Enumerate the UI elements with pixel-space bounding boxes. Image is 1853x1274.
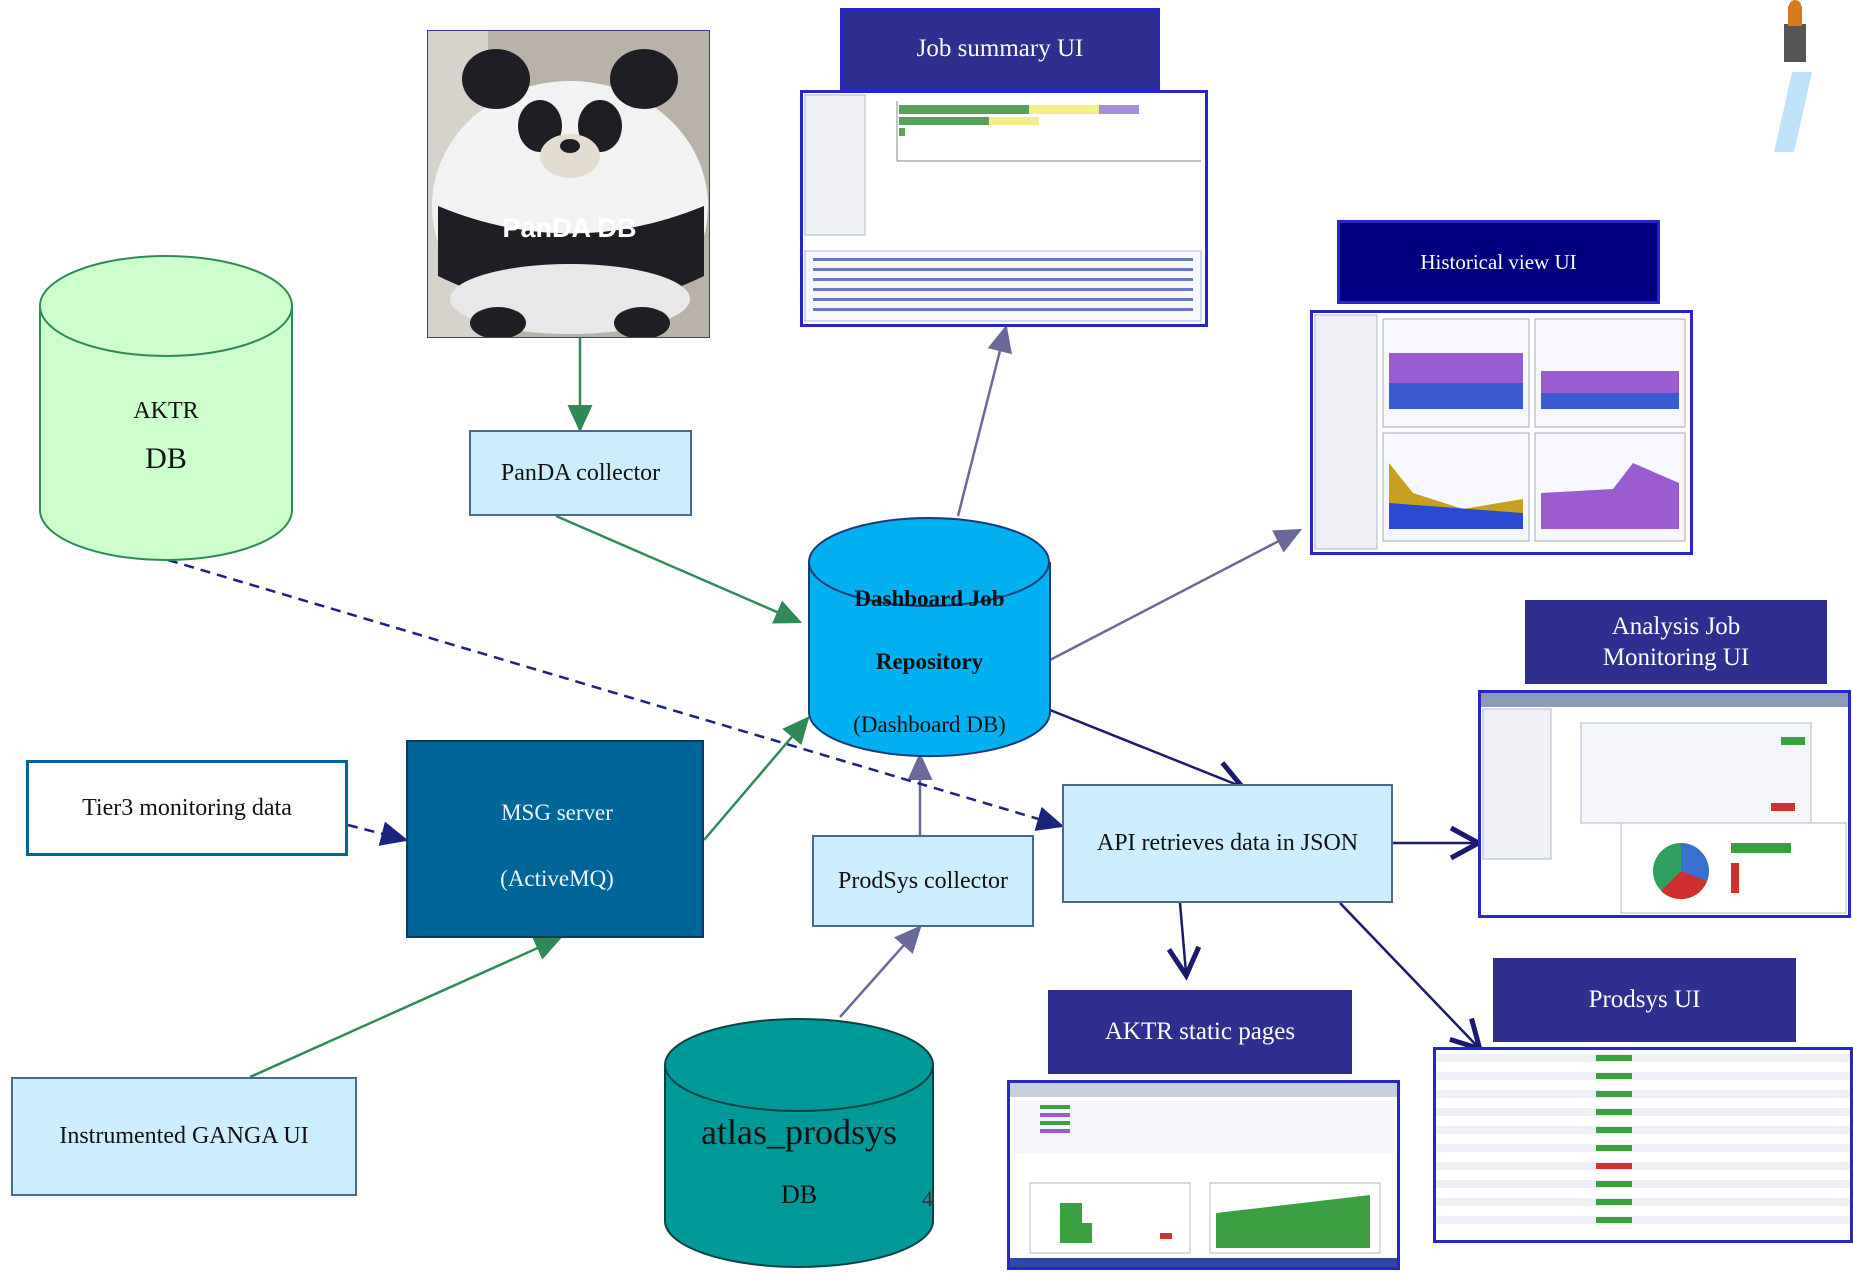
job-summary-ui-label: Job summary UI <box>916 35 1084 63</box>
prodsys-ui-label: Prodsys UI <box>1588 986 1701 1014</box>
prodsys-ui-thumbnail <box>1436 1054 1850 1224</box>
arrow-ganga-to-msg <box>249 936 563 1079</box>
arrow-dashboard-to-api <box>1049 708 1240 786</box>
arrow-tier3-to-msg <box>347 821 409 846</box>
api-label: API retrieves data in JSON <box>1096 830 1359 856</box>
arrow-atlasprodsys-to-prodsyscollector <box>839 925 922 1018</box>
arrow-dashboard-to-historical <box>1049 528 1303 662</box>
analysis-job-monitoring-ui-header: Analysis Job Monitoring UI <box>1525 600 1827 684</box>
arrow-aktr-to-api <box>167 558 1065 831</box>
arrow-api-to-aktrstatic <box>1180 902 1186 973</box>
dashboard-title-line2: Repository <box>875 649 984 674</box>
atlas-prodsys-cylinder <box>664 1018 934 1268</box>
dashboard-db-cylinder <box>808 517 1051 758</box>
atlas-prodsys-subtitle: DB <box>780 1180 818 1209</box>
arrow-collector-to-dashboard <box>555 514 803 624</box>
prodsys-collector-label: ProdSys collector <box>838 867 1008 894</box>
panda-plush-illustration <box>428 31 709 337</box>
job-summary-ui-header: Job summary UI <box>840 8 1160 90</box>
aktr-db-subtitle: DB <box>145 442 187 475</box>
job-summary-ui-screenshot <box>800 90 1208 327</box>
panda-db-label: PanDA DB <box>502 213 637 243</box>
arrow-dashboard-to-jobsummary <box>956 324 1012 517</box>
tier3-monitoring-data: Tier3 monitoring data <box>26 760 348 856</box>
historical-view-ui-label: Historical view UI <box>1420 249 1577 274</box>
job-summary-thumbnail <box>804 94 1202 322</box>
panda-collector: PanDA collector <box>469 430 692 516</box>
analysis-ui-thumbnail <box>1481 693 1848 914</box>
api-json: API retrieves data in JSON <box>1062 784 1393 903</box>
arrow-msg-to-dashboard <box>703 716 810 841</box>
historical-view-ui-screenshot <box>1310 310 1693 555</box>
atlas-prodsys-db: atlas_prodsys DB <box>663 1017 935 1269</box>
aktr-static-thumbnail <box>1010 1083 1397 1267</box>
panda-collector-label: PanDA collector <box>500 459 661 486</box>
panda-db-image: PanDA DB <box>427 30 710 338</box>
aktr-db-title: AKTR <box>133 398 199 424</box>
aktr-static-pages-screenshot <box>1007 1080 1400 1270</box>
aktr-db: AKTR DB <box>38 254 294 562</box>
ganga-label: Instrumented GANGA UI <box>59 1123 309 1149</box>
tier3-label: Tier3 monitoring data <box>82 794 292 821</box>
historical-view-ui-header: Historical view UI <box>1337 220 1660 304</box>
logo-mark <box>1774 0 1812 152</box>
msg-server-title: MSG server <box>501 800 613 825</box>
analysis-ui-label-line2: Monitoring UI <box>1602 644 1750 671</box>
dashboard-title-line1: Dashboard Job <box>854 586 1005 611</box>
msg-server: MSG server (ActiveMQ) <box>406 740 704 938</box>
msg-server-subtitle: (ActiveMQ) <box>500 866 614 891</box>
atlas-prodsys-title: atlas_prodsys <box>701 1112 897 1152</box>
prodsys-ui-header: Prodsys UI <box>1493 958 1796 1042</box>
aktr-static-pages-header: AKTR static pages <box>1048 990 1352 1074</box>
arrow-api-to-prodsysui <box>1339 902 1478 1047</box>
analysis-ui-label-line1: Analysis Job <box>1611 612 1741 640</box>
historical-view-thumbnail <box>1314 314 1686 550</box>
prodsys-ui-screenshot <box>1433 1047 1853 1243</box>
aktr-static-pages-label: AKTR static pages <box>1104 1018 1296 1046</box>
page-number: 4 <box>922 1186 933 1211</box>
dashboard-job-repository: Dashboard Job Repository (Dashboard DB) <box>807 516 1052 758</box>
prodsys-collector: ProdSys collector <box>812 835 1034 927</box>
instrumented-ganga-ui: Instrumented GANGA UI <box>11 1077 357 1196</box>
analysis-job-monitoring-ui-screenshot <box>1478 690 1851 918</box>
dashboard-subtitle: (Dashboard DB) <box>853 712 1006 737</box>
logo <box>1750 0 1850 160</box>
aktr-db-cylinder <box>39 255 293 561</box>
